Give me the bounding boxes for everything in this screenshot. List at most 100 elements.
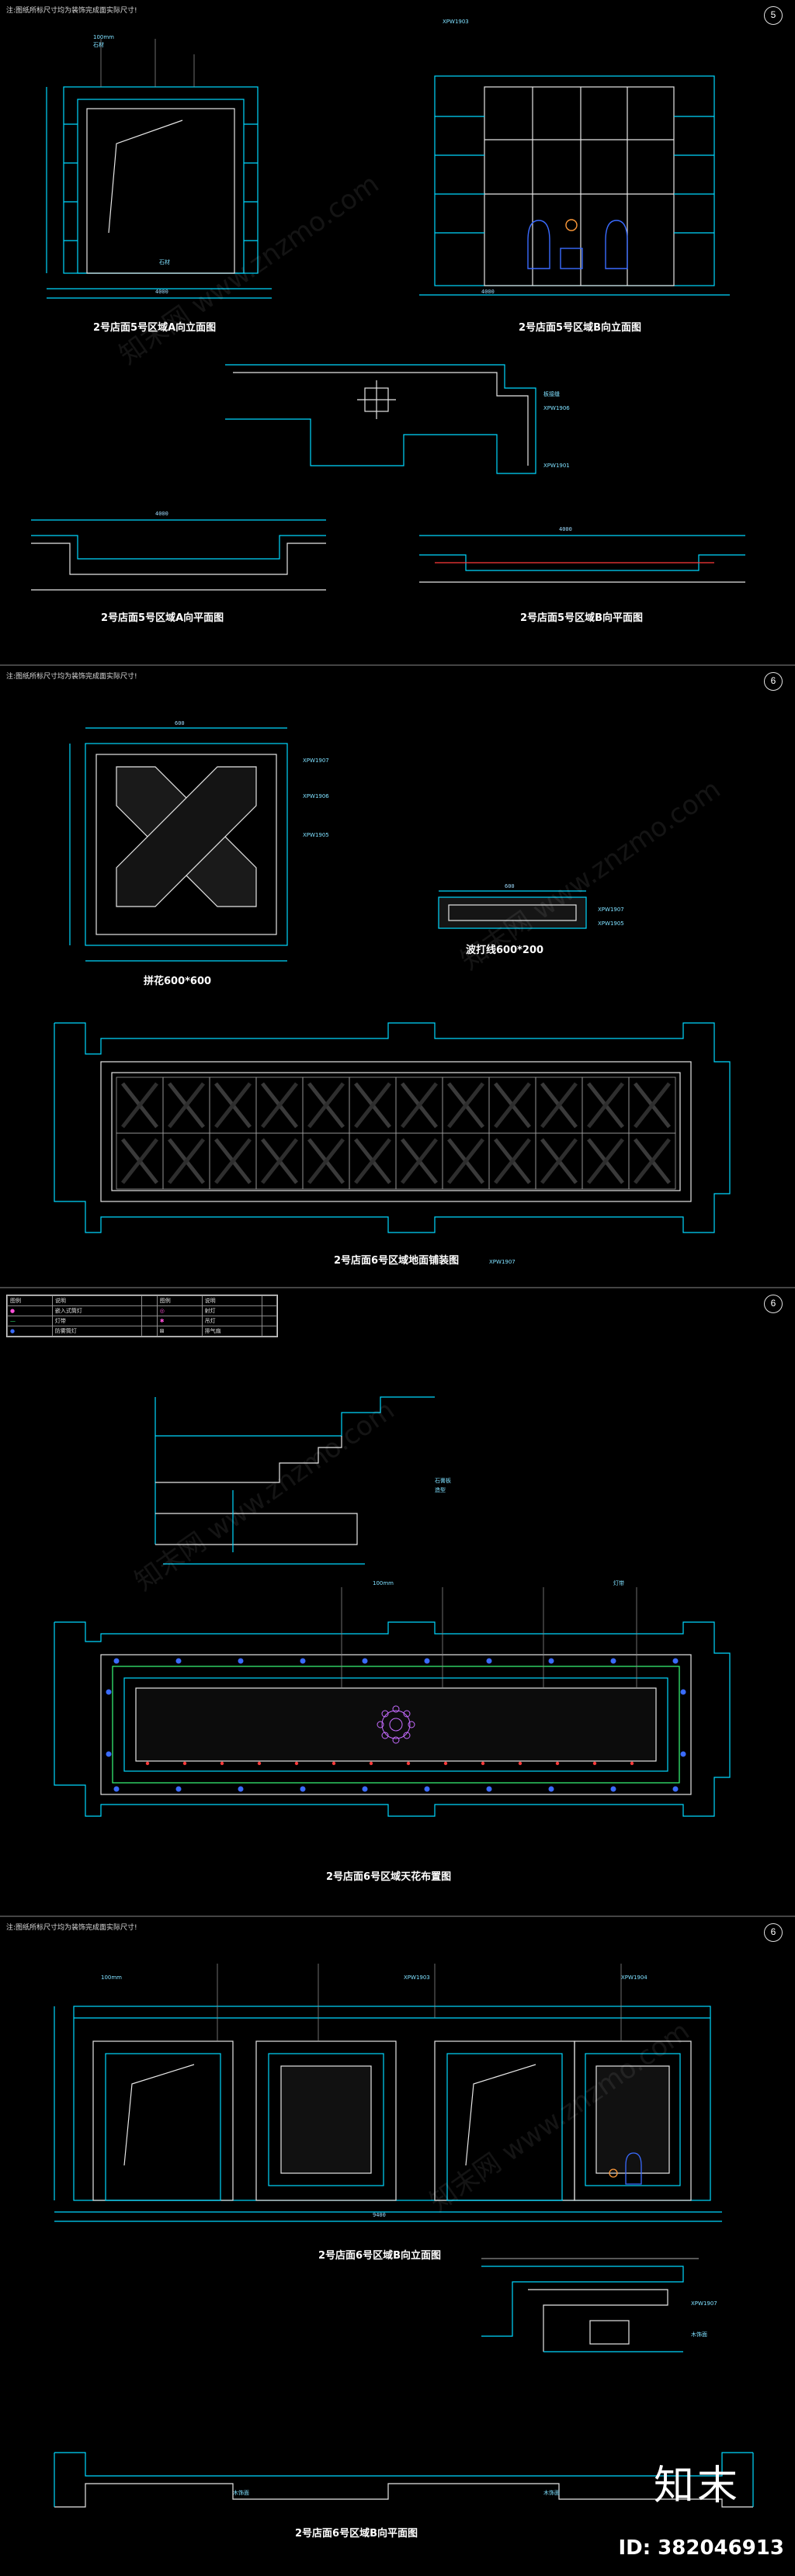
b-plan-title: 2号店面5号区域B向平面图: [520, 612, 643, 624]
tile-pattern-lines: [69, 727, 288, 962]
elevation-6-note-1: 100mm: [101, 1974, 122, 1981]
floor-tile-diagonal: [634, 1082, 671, 1129]
downlight-icon: [362, 1658, 368, 1664]
sheet-1-drawing: 100mm 石材 石材 4000 2号店面5号区域A向立面图 XPW1903: [31, 19, 745, 624]
spotlight-icon: [145, 1761, 150, 1766]
tile-note-3: XPW1905: [303, 832, 329, 838]
downlight-icon: [238, 1786, 244, 1792]
a-elevation-title: 2号店面5号区域A向立面图: [93, 321, 216, 334]
a-elevation-note: 100mm: [93, 34, 114, 40]
ceiling-title: 2号店面6号区域天花布置图: [326, 1870, 451, 1883]
plan-6-lines: [54, 2452, 754, 2508]
floor-tile: [628, 1132, 676, 1190]
sheet-note: 注:图纸所标尺寸均为装饰完成面实际尺寸!: [6, 7, 137, 15]
spotlight-icon: [294, 1761, 299, 1766]
a-elevation-note-3: 石材: [159, 258, 170, 265]
section-note-3: XPW1901: [543, 463, 570, 469]
downlight-icon: [362, 1786, 368, 1792]
downlight-icon: [680, 1689, 686, 1695]
a-elevation-lines: [46, 86, 272, 299]
sheet-4-drawing: 100mm XPW1903 XPW1904 9400 2号店面6号区域B向立面图…: [54, 1964, 754, 2540]
downlight-icon: [548, 1786, 554, 1792]
downlight-icon: [238, 1658, 244, 1664]
section-note-1: 板接缝: [543, 390, 560, 397]
spotlight-icon: [332, 1761, 336, 1766]
floor-tile-diagonal: [214, 1082, 252, 1129]
b-plan-dimension: 4000: [559, 526, 572, 532]
elevation-6-note-3: XPW1904: [621, 1974, 647, 1981]
downlight-icon: [486, 1658, 492, 1664]
elevation-6-leaders: [217, 1964, 622, 2041]
a-plan-title: 2号店面5号区域A向平面图: [101, 612, 224, 624]
floor-title: 2号店面6号区域地面铺装图: [334, 1254, 459, 1267]
a-elevation-note-2: 石材: [93, 41, 104, 48]
floor-tile-diagonal: [540, 1138, 578, 1184]
ceiling-section-note-2: 造型: [435, 1486, 446, 1493]
elevation-6-chairs: [609, 2152, 642, 2185]
a-elevation-leaders: [100, 39, 195, 87]
ceiling-plan-note-2: 灯带: [613, 1579, 624, 1586]
b-elevation-title: 2号店面5号区域B向立面图: [519, 321, 641, 334]
elevation-6-dimension: 9400: [373, 2212, 386, 2218]
spotlight-icon: [630, 1761, 634, 1766]
floor-tile-diagonal: [307, 1082, 345, 1129]
legend-extra: [141, 1326, 158, 1337]
b-elevation-lines: [419, 75, 730, 296]
floor-tile-diagonal: [354, 1082, 391, 1129]
lighting-legend: 图例 说明 图例 说明 ● 嵌入式筒灯 ◎ 射灯 — 灯带 ✱ 吊灯: [6, 1295, 278, 1337]
downlight-icon: [106, 1751, 112, 1757]
floor-tile-diagonal: [447, 1082, 484, 1129]
downlight-icon: [610, 1658, 616, 1664]
floor-tile-diagonal: [121, 1138, 158, 1184]
downlight-icon: [106, 1689, 112, 1695]
downlight-icon: [300, 1786, 306, 1792]
floor-tile-diagonal: [587, 1138, 624, 1184]
spotlight-icon: [369, 1761, 373, 1766]
sheet-2: 注:图纸所标尺寸均为装饰完成面实际尺寸! 6 600 XPW1907 XPW19…: [0, 666, 795, 1288]
floor-tile-diagonal: [494, 1082, 531, 1129]
sheet-number-badge: 5: [764, 6, 783, 25]
downlight-icon: [113, 1658, 120, 1664]
ceiling-leaders: [341, 1587, 637, 1688]
section-note-2: XPW1906: [543, 405, 570, 411]
strip-dimension: 600: [505, 883, 515, 889]
sheet-4: 注:图纸所标尺寸均为装饰完成面实际尺寸! 6: [0, 1917, 795, 2576]
ceiling-plan-outline: [54, 1621, 731, 1817]
b-plan-lines: [419, 535, 745, 583]
ceiling-downlights: [106, 1658, 686, 1792]
downlight-icon: [672, 1786, 679, 1792]
spotlight-icon: [182, 1761, 187, 1766]
spotlight-icon: [257, 1761, 262, 1766]
b-elevation-note: XPW1903: [443, 19, 469, 25]
tile-note-1: XPW1907: [303, 758, 329, 764]
downlight-icon: [548, 1658, 554, 1664]
downlight-icon: [672, 1658, 679, 1664]
floor-note: XPW1907: [489, 1259, 516, 1265]
downlight-icon: [424, 1786, 430, 1792]
tile-dimension: 600: [175, 720, 185, 726]
downlight-icon: [486, 1786, 492, 1792]
downlight-icon: [175, 1786, 182, 1792]
detail-note-1: XPW1907: [691, 2300, 717, 2307]
image-id: ID: 382046913: [618, 2536, 784, 2560]
elevation-6-lines: [54, 2006, 722, 2222]
downlight-icon: [175, 1658, 182, 1664]
spotlight-icon: [443, 1761, 448, 1766]
strip-note-2: XPW1905: [598, 920, 624, 927]
floor-tile-diagonal: [261, 1082, 298, 1129]
floor-tile-diagonal: [307, 1138, 345, 1184]
floor-tile-diagonal: [587, 1082, 624, 1129]
a-plan-lines: [31, 519, 326, 591]
downlight-icon: [680, 1751, 686, 1757]
floor-tile-diagonal: [354, 1138, 391, 1184]
sheet-3-drawing: 石膏板 造型 100mm 灯带 2号店面6号区域天花布置图: [54, 1396, 731, 1883]
strip-lines: [438, 890, 587, 929]
floor-tile-diagonal: [121, 1082, 158, 1129]
downlight-icon: [424, 1658, 430, 1664]
section-detail-lines: [225, 364, 536, 474]
detail-lines: [481, 2258, 699, 2352]
floor-tile-diagonal: [634, 1138, 671, 1184]
spotlight-icon: [220, 1761, 224, 1766]
sheet-1: 注:图纸所标尺寸均为装饰完成面实际尺寸! 5 100mm 石材 石材 4000 …: [0, 0, 795, 666]
brand-logo: 知末: [653, 2463, 741, 2509]
